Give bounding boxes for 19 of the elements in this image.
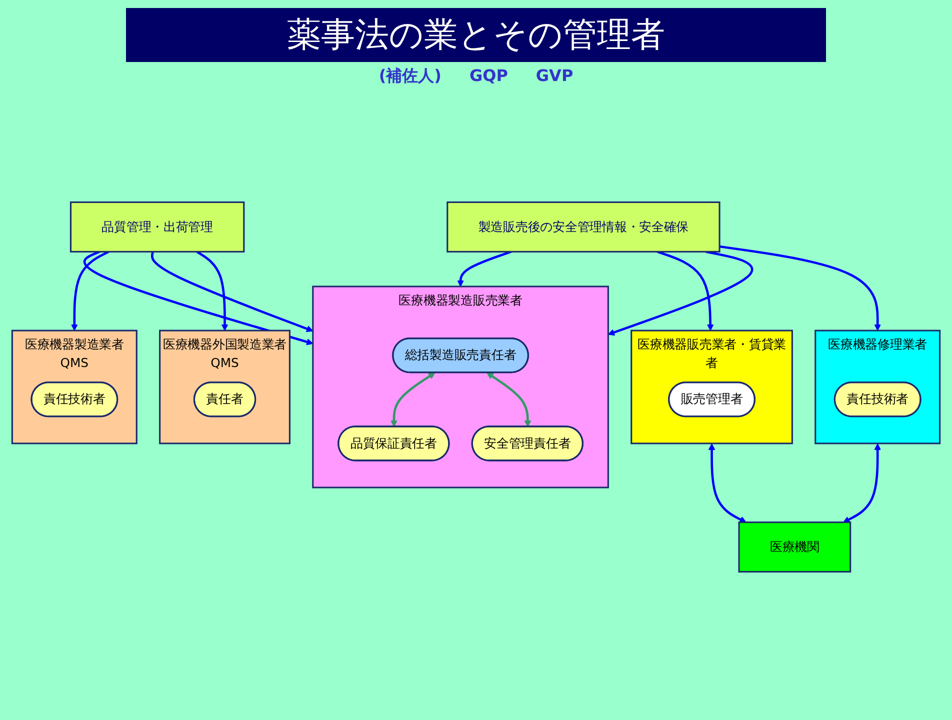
- arrow: [719, 245, 881, 331]
- node-box: 医療機関: [738, 522, 852, 573]
- node-box: 製造販売後の安全管理情報・安全確保: [446, 201, 720, 252]
- arrow: [708, 443, 746, 523]
- arrow: [83, 250, 314, 346]
- arrow: [608, 250, 754, 336]
- arrow: [843, 443, 881, 523]
- arrow: [457, 250, 512, 287]
- arrow: [196, 250, 228, 331]
- title: 薬事法の業とその管理者: [126, 8, 826, 62]
- arrow: [486, 372, 532, 428]
- node-box: 品質管理・出荷管理: [70, 201, 245, 252]
- note-text: GQP: [469, 66, 508, 85]
- arrow: [150, 252, 314, 332]
- note-text: GVP: [536, 66, 574, 85]
- arrow: [390, 372, 436, 428]
- note-text: (補佐人): [378, 66, 442, 85]
- arrow: [71, 250, 110, 331]
- arrow: [656, 250, 714, 331]
